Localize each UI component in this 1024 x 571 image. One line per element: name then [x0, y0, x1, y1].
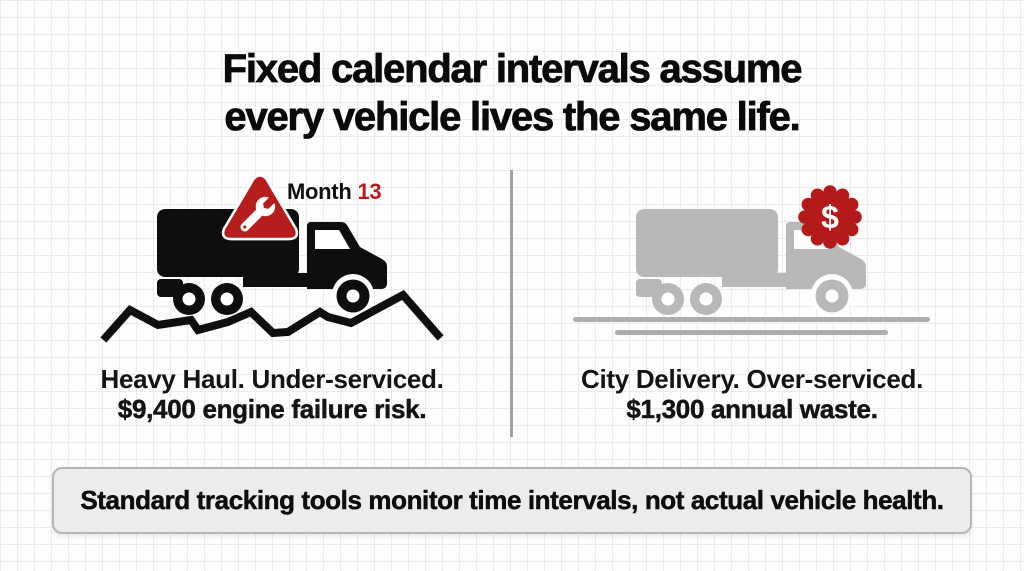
left-caption: Heavy Haul. Under-serviced. $9,400 engin…: [82, 364, 462, 424]
footer-note: Standard tracking tools monitor time int…: [52, 467, 972, 534]
title-line-2: every vehicle lives the same life.: [224, 95, 801, 140]
footer-note-text: Standard tracking tools monitor time int…: [80, 485, 944, 516]
month-label-text: Month: [287, 179, 352, 204]
right-caption: City Delivery. Over-serviced. $1,300 ann…: [562, 364, 942, 424]
right-caption-line-1: City Delivery. Over-serviced.: [580, 364, 923, 394]
month-value: 13: [357, 179, 382, 204]
left-caption-line-2: $9,400 engine failure risk.: [117, 394, 427, 425]
dollar-symbol: $: [821, 199, 839, 235]
panel-divider: [510, 170, 513, 437]
smooth-road-icon: [615, 330, 888, 335]
left-caption-line-1: Heavy Haul. Under-serviced.: [100, 364, 444, 394]
right-caption-line-2: $1,300 annual waste.: [626, 394, 878, 425]
wrench-icon: [240, 196, 276, 232]
page-title: Fixed calendar intervals assume every ve…: [0, 45, 1024, 141]
rough-road-icon: [100, 289, 444, 343]
dollar-seal-icon: $: [798, 185, 862, 249]
title-line-1: Fixed calendar intervals assume: [222, 47, 803, 92]
maintenance-warning-triangle-icon: [221, 174, 299, 241]
smooth-road-icon: [573, 317, 930, 322]
